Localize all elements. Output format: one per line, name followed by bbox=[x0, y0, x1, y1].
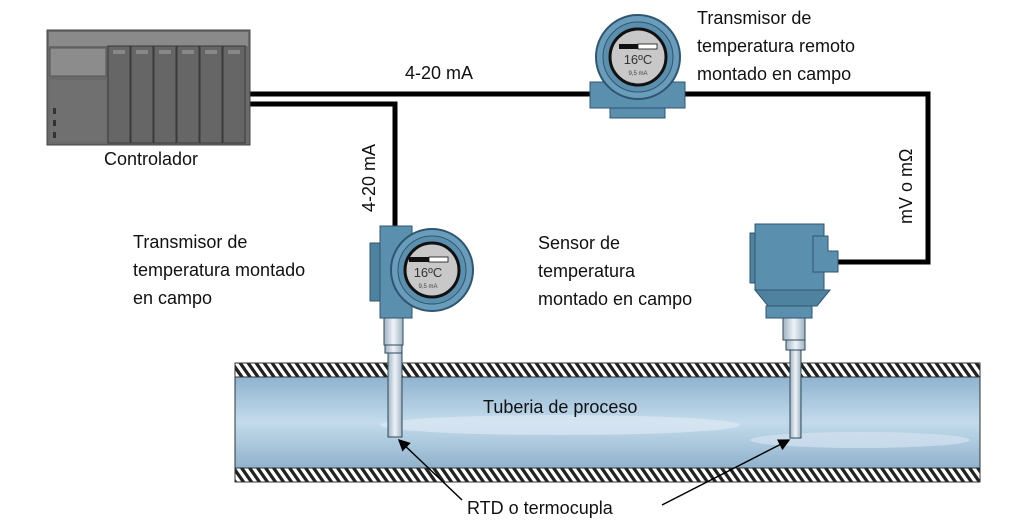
process-pipe bbox=[234, 362, 981, 483]
remote-transmitter-label: Transmisor de temperatura remoto montado… bbox=[697, 8, 855, 84]
label-line: Sensor de bbox=[538, 233, 620, 253]
field-transmitter-label: Transmisor de temperatura montado en cam… bbox=[133, 232, 305, 308]
remote-display-current: 9,5 mA bbox=[628, 71, 647, 77]
label-line: Transmisor de bbox=[697, 8, 811, 28]
vertical-wire-signal-label: 4-20 mA bbox=[359, 144, 379, 212]
remote-display-temperature: 16ºC bbox=[624, 52, 653, 67]
temperature-sensor-icon bbox=[749, 223, 839, 439]
probe-label: RTD o termocupla bbox=[467, 498, 614, 518]
wires bbox=[218, 91, 931, 265]
label-line: Transmisor de bbox=[133, 232, 247, 252]
field-transmitter-icon: 16ºC 9,5 mA bbox=[369, 225, 474, 438]
label-line: montado en campo bbox=[697, 64, 851, 84]
pipe-label: Tuberia de proceso bbox=[483, 397, 637, 417]
label-line: temperatura bbox=[538, 261, 636, 281]
sensor-label: Sensor de temperatura montado en campo bbox=[538, 233, 692, 309]
field-display-temperature: 16ºC bbox=[414, 265, 443, 280]
controller-label: Controlador bbox=[104, 149, 198, 169]
label-line: temperatura remoto bbox=[697, 36, 855, 56]
field-display-current: 9,5 mA bbox=[418, 284, 437, 290]
label-line: montado en campo bbox=[538, 289, 692, 309]
label-line: temperatura montado bbox=[133, 260, 305, 280]
sensor-wire-signal-label: mV o mΩ bbox=[896, 149, 916, 224]
plc-rack-icon bbox=[46, 29, 251, 146]
label-line: en campo bbox=[133, 288, 212, 308]
probe-callout-arrows bbox=[397, 438, 791, 506]
top-wire-signal-label: 4-20 mA bbox=[405, 63, 473, 83]
remote-transmitter-icon: 16ºC 9,5 mA bbox=[589, 14, 686, 119]
